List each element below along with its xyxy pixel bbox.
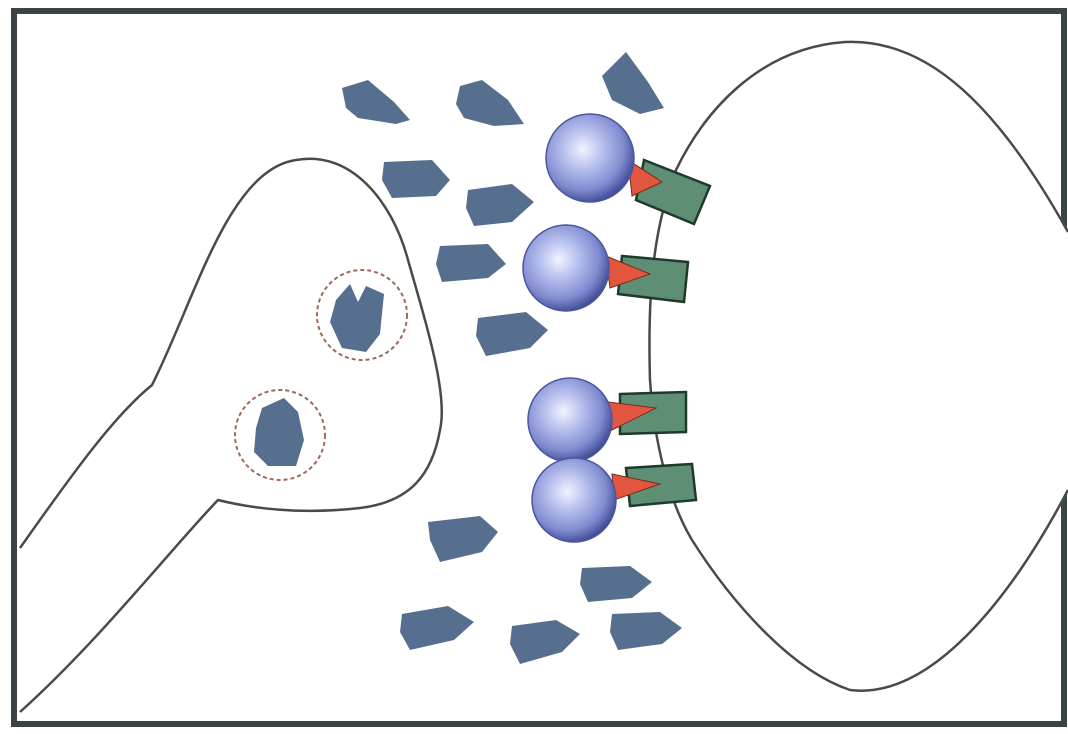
sphere — [546, 114, 634, 202]
sphere — [523, 225, 609, 311]
sphere — [528, 378, 612, 462]
sphere — [532, 458, 616, 542]
